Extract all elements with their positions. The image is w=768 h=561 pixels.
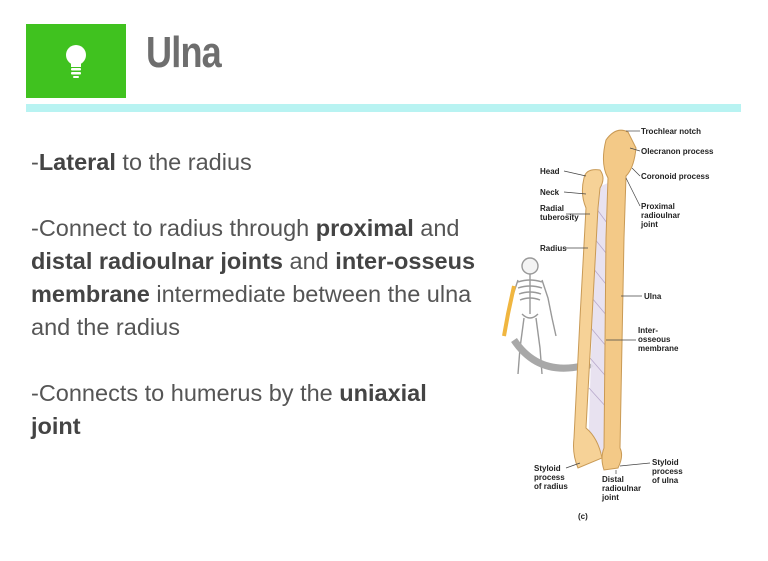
label-ulna: Ulna: [644, 292, 662, 301]
label-neck: Neck: [540, 188, 560, 197]
lightbulb-icon-tile: [26, 24, 126, 98]
text-run: -: [31, 149, 39, 175]
label-interosseous-membrane: Inter-osseous membrane: [638, 326, 679, 353]
forearm-bones-illustration: [502, 129, 651, 474]
text-run: intermediate between the ulna and the ra…: [31, 281, 472, 340]
slide-title: Ulna: [146, 28, 222, 77]
label-trochlear-notch: Trochlear notch: [641, 127, 702, 136]
skeleton-thumbnail: [503, 257, 557, 375]
label-proximal-radioulnar-joint: Proximal radioulnar joint: [641, 202, 681, 229]
bold-text-run: uniaxial joint: [31, 380, 427, 439]
forearm-bones-figure: Trochlear notch Olecranon process Corono…: [478, 118, 718, 538]
label-styloid-process-of-radius: Styloid process of radius: [534, 464, 568, 491]
slide-body: -Lateral to the radius -Connect to radiu…: [31, 146, 481, 476]
label-distal-radioulnar-joint: Distal radioulnar joint: [602, 475, 642, 502]
title-underline: [26, 104, 741, 112]
label-radial-tuberosity: Radial tuberosity: [540, 204, 579, 222]
paragraph-3: -Connects to humerus by the uniaxial joi…: [31, 377, 481, 443]
paragraph-2: -Connect to radius through proximal and …: [31, 212, 481, 344]
text-run: and: [283, 248, 336, 274]
lightbulb-icon: [66, 45, 86, 78]
text-run: and: [413, 215, 460, 241]
bold-text-run: proximal: [315, 215, 414, 241]
text-run: -Connect to radius through: [31, 215, 316, 241]
label-styloid-process-of-ulna: Styloid process of ulna: [652, 458, 683, 485]
text-run: -Connects to humerus by the: [31, 380, 340, 406]
label-olecranon-process: Olecranon process: [641, 147, 714, 156]
label-head: Head: [540, 167, 560, 176]
label-panel-c: (c): [578, 512, 588, 521]
label-coronoid-process: Coronoid process: [641, 172, 710, 181]
paragraph-1: -Lateral to the radius: [31, 146, 481, 179]
bold-text-run: inter-osseus membrane: [31, 248, 476, 307]
label-radius: Radius: [540, 244, 567, 253]
bold-text-run: distal radioulnar joints: [31, 248, 284, 274]
bold-text-run: Lateral: [38, 149, 116, 175]
text-run: to the radius: [115, 149, 252, 175]
